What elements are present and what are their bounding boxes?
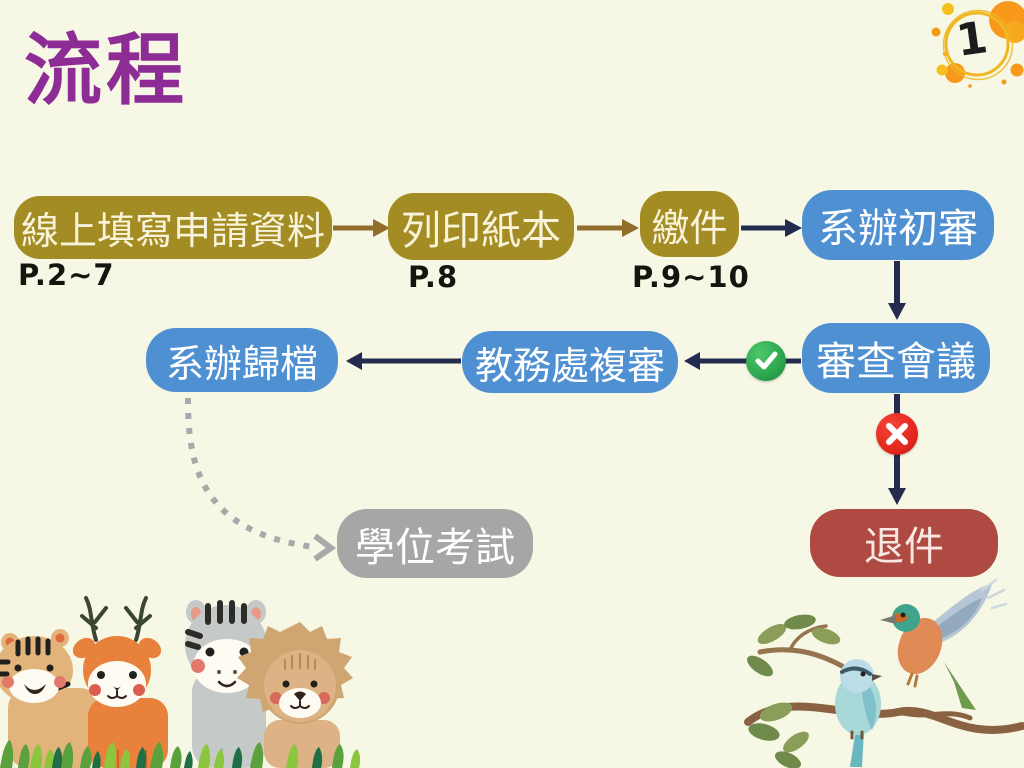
arrow-submit-to-initial-review <box>741 219 802 237</box>
page-note-submit: P.9~10 <box>632 260 750 294</box>
flow-node-label: 退件 <box>864 524 944 570</box>
flow-node-label: 線上填寫申請資料 <box>20 209 325 253</box>
arrow-initial-review-to-meeting <box>888 261 906 320</box>
flow-node-label: 審查會議 <box>816 339 976 385</box>
arrow-archive-to-degree-exam <box>185 397 337 562</box>
page-number-badge: 1 <box>920 0 1024 110</box>
arrow-registrar-to-archive <box>346 352 461 370</box>
flow-node-label: 學位考試 <box>355 524 515 571</box>
flow-node-label: 列印紙本 <box>401 207 561 254</box>
animals-illustration <box>0 596 361 768</box>
flying-bird-icon <box>880 578 1008 710</box>
flow-node-label: 系辦歸檔 <box>165 341 318 386</box>
flow-node-online-form: 線上填寫申請資料 <box>14 196 332 259</box>
flow-node-degree-exam: 學位考試 <box>337 509 533 578</box>
flow-node-review-meeting: 審查會議 <box>802 323 990 393</box>
flow-node-label: 教務處複審 <box>474 343 665 388</box>
flow-node-submit: 繳件 <box>640 191 739 257</box>
flow-node-return-case: 退件 <box>810 509 998 577</box>
page-note-print-paper: P.8 <box>408 260 459 294</box>
branch-icon <box>744 624 1024 734</box>
flow-node-print-paper: 列印紙本 <box>388 193 574 260</box>
approve-check-icon <box>746 341 786 381</box>
page-title: 流程 <box>24 26 189 116</box>
leaves-icon <box>747 614 841 768</box>
tiger-icon <box>0 629 100 768</box>
flow-node-registrar-second-review: 教務處複審 <box>462 331 678 393</box>
perched-bird-icon <box>835 659 882 767</box>
reject-x-icon <box>876 413 918 455</box>
arrow-online-to-print <box>333 219 390 237</box>
flow-node-dept-archive: 系辦歸檔 <box>146 328 338 392</box>
flow-node-dept-initial-review: 系辦初審 <box>802 190 994 260</box>
arrow-print-to-submit <box>577 219 639 237</box>
birds-illustration <box>744 578 1024 768</box>
grass-icon <box>0 740 361 768</box>
flow-node-label: 系辦初審 <box>818 206 978 252</box>
page-note-online-form: P.2~7 <box>18 258 115 292</box>
page-number-ring-icon <box>931 1 1024 88</box>
flow-node-label: 繳件 <box>651 205 728 250</box>
lion-icon <box>237 622 353 768</box>
